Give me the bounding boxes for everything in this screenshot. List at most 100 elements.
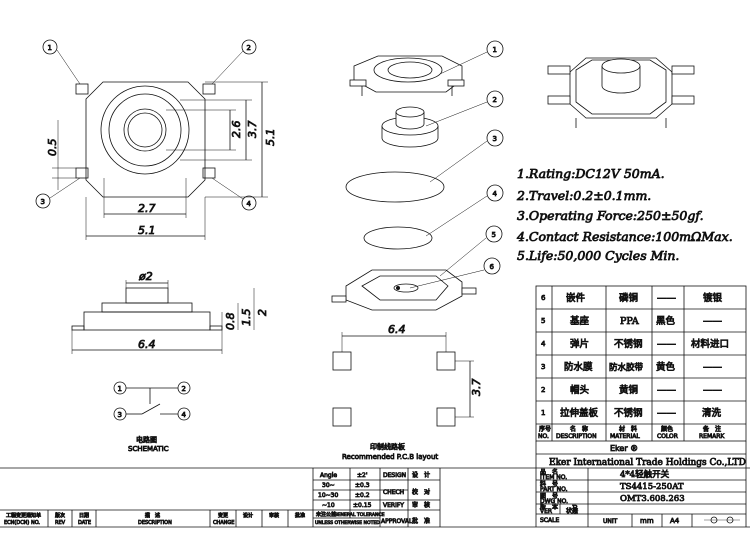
bom-desc: 拉伸盖板 [560,407,599,419]
check-cn: 校 对 [412,488,430,496]
top-view: 2.6 3.7 5.1 0.5 2.7 5.1 1 2 3 4 [35,39,277,240]
bom-no: 5 [541,317,545,325]
rev-desc-cn: 描 述 [145,512,160,519]
bom-header-color: COLOR [657,433,678,440]
side-lead-right [209,325,223,331]
terminal-3 [75,167,89,179]
design-cn: 设 计 [412,471,430,479]
actuator-top [123,108,167,152]
dim-label-2: 2 [256,309,269,316]
bom-row: 6 嵌件 磷铜 —— 镀银 [541,292,723,305]
waterproof-film [345,171,445,203]
bom-color: —— [657,385,677,396]
tol-range-3: ~10 [322,502,335,509]
tol-value-2: ±0.2 [355,492,370,499]
dim-label-phi2: ø2 [138,270,153,283]
dim-label-2-6: 2.6 [230,121,243,139]
rev-desc-label: DESCRIPTION [138,520,172,526]
bom-mat: 不锈钢 [614,407,643,419]
pcb-dim-label-6-4: 6.4 [388,323,406,336]
design-col-cn: 设计 [243,512,253,519]
bom-row: 1 拉伸盖板 不锈钢 —— 清洗 [541,407,722,420]
schematic-title-cn: 电路图 [136,435,157,444]
verify-cn: 审 核 [412,501,430,509]
check-label: CHECH [383,489,404,496]
ecn-cn: 工程变更通知单 [6,512,41,519]
company-short: Eker ® [610,444,638,453]
outer-ring [100,85,190,175]
bom-remark: —— [703,362,723,373]
bom-mat: 磷铜 [619,292,638,304]
callout-e2-circle [486,90,504,108]
unit-label: UNIT [603,518,618,525]
date-label: DATE [78,520,91,526]
bom-no: 2 [541,386,545,394]
dim-label-5-1: 5.1 [264,129,277,147]
spec-force: 3.Operating Force:250±50gf. [517,208,704,223]
side-lead-left [71,325,85,331]
bom-header-desc: DESCRIPTION [556,433,597,440]
gen-tol: GENERAL TOLERANCE [334,512,385,518]
bom-desc: 基座 [570,315,590,327]
bom-color: 黑色 [656,315,676,327]
side-body [83,311,211,331]
approval-label: APPROVAL [381,518,413,525]
callout-3: 3 [41,198,45,206]
cover-ring [373,57,443,83]
design-label: DESIGN [383,472,406,479]
spec-life: 5.Life:50,000 Cycles Min. [517,248,679,263]
bom-header-no-cn: 序号 [539,425,551,433]
iso-view [547,57,695,128]
pcb-title-cn: 印制线路板 [370,442,405,451]
angle-tol: ±2' [357,472,368,479]
bom-mat: 不锈钢 [614,338,643,350]
approve-col-cn: 批准 [295,512,305,519]
pcb-dim-label-3-7: 3.7 [470,379,483,397]
callout-e4: 4 [493,190,498,198]
approval-cn: 批 准 [412,517,430,525]
sheet-size: A4 [670,517,680,525]
bom-row: 2 帽头 黄铜 —— —— [541,384,723,397]
change-cn: 变更 [218,512,228,519]
bom-desc: 防水膜 [564,361,593,373]
bom-color: —— [657,339,677,350]
bom-no: 6 [541,294,546,302]
callout-e3-circle [486,129,504,147]
ver-value: B [572,504,578,513]
bom-remark: —— [703,385,723,396]
part-no-label: PART NO. [540,486,568,493]
schematic: 1 2 3 4 电路图 SCHEMATIC [113,381,191,453]
dim-label-0-8: 0.8 [224,313,237,331]
schem-p1: 1 [118,385,122,393]
unless-noted: UNLESS OTHERWISE NOTED [315,520,380,526]
bom-header-mat: MATERIAL [610,433,640,440]
pcb-title: Recommended P.C.B layout [342,453,438,461]
scale-label: SCALE [540,517,559,524]
pad-4 [436,407,456,427]
callout-e1-circle [486,40,504,58]
contact-dome [363,226,433,250]
tol-value-3: ±0.15 [353,502,372,509]
dwg-no-cn: 图 号 [540,493,558,500]
bom-remark: 清洗 [702,407,722,419]
side-actuator [125,287,169,304]
dim-label-6-4: 6.4 [138,338,156,351]
bom-mat: PPA [620,316,639,327]
bom-header-mat-cn: 材 料 [619,425,637,433]
bom-color: —— [657,408,677,419]
schematic-title: SCHEMATIC [128,445,169,453]
callout-e6: 6 [490,263,495,271]
callout-e3: 3 [493,135,497,143]
dim-label-5-1b: 5.1 [138,224,156,237]
dim-label-0-5: 0.5 [46,139,59,157]
item-name: 4*4轻触开关 [620,469,670,480]
tol-range-2: 10~30 [318,492,338,499]
callout-e4-circle [486,184,504,202]
mid-ring [108,93,182,167]
callout-3-circle [35,193,51,209]
callout-e5-circle [485,225,503,243]
dwg-no-label: DWG NO. [540,498,568,505]
bom-header-color-cn: 颜色 [661,425,673,433]
callout-2: 2 [247,44,251,52]
